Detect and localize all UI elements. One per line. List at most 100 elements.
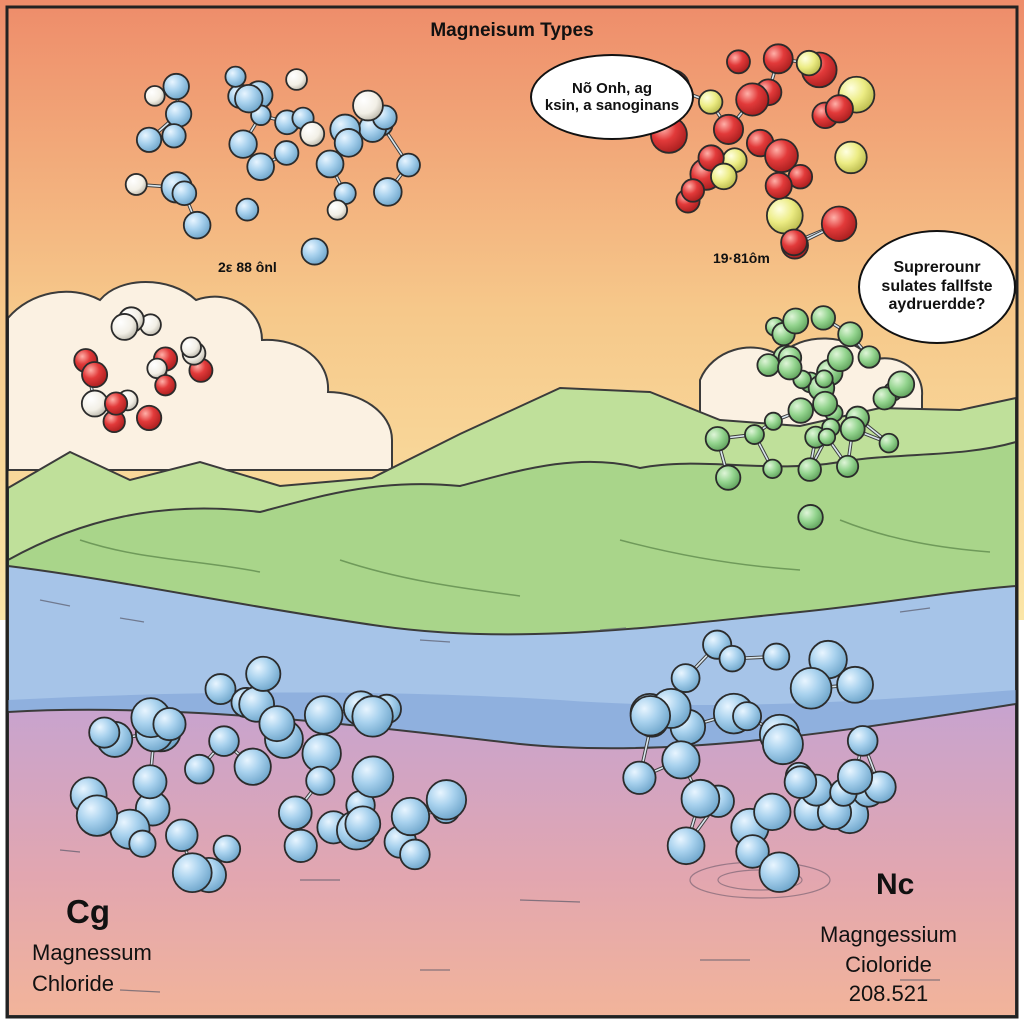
molecule-blue-bottom-left xyxy=(69,655,468,894)
atom xyxy=(171,852,213,894)
atom xyxy=(326,199,349,221)
compound-symbol-right: Nc xyxy=(876,868,915,901)
atom xyxy=(787,397,814,424)
atom xyxy=(278,795,313,831)
atom xyxy=(162,72,190,101)
atom xyxy=(622,760,657,795)
molecule-caption-right: 19·81ôm xyxy=(713,250,770,266)
atom xyxy=(846,725,879,757)
atom xyxy=(154,374,177,397)
atom xyxy=(765,196,804,235)
atom xyxy=(233,747,272,786)
compound-name-left: Magnessum Chloride xyxy=(32,938,152,1000)
atom xyxy=(390,796,431,837)
atom xyxy=(165,818,199,853)
atom xyxy=(208,725,240,757)
atom xyxy=(88,716,121,749)
atom xyxy=(103,391,129,416)
atom xyxy=(204,673,237,706)
atom xyxy=(75,794,119,837)
atom xyxy=(670,663,701,693)
atom xyxy=(212,834,242,864)
atom xyxy=(303,695,344,735)
atom xyxy=(710,162,738,191)
compound-symbol-left: Cg xyxy=(66,893,110,930)
atom xyxy=(680,178,706,203)
atom xyxy=(161,123,187,149)
atom xyxy=(182,210,212,240)
atom xyxy=(396,152,421,178)
molecule-red-left xyxy=(73,306,214,434)
compound-value-right: 208.521 xyxy=(848,981,929,1007)
atom xyxy=(235,197,260,222)
atom xyxy=(715,464,742,491)
atom xyxy=(344,805,382,843)
atom xyxy=(333,128,364,158)
compound-name-right-line2: Cioloride xyxy=(845,951,932,977)
atom xyxy=(399,838,431,871)
atom xyxy=(764,171,793,200)
atom xyxy=(661,740,701,780)
atom xyxy=(184,753,215,785)
atom xyxy=(758,851,801,893)
compound-name-right-line1: Magngessium xyxy=(820,922,957,947)
atom xyxy=(824,94,854,124)
atom xyxy=(878,432,900,454)
atom xyxy=(744,424,765,445)
atom xyxy=(712,113,744,145)
atom xyxy=(826,345,854,373)
atom xyxy=(425,779,468,821)
atom xyxy=(762,458,783,480)
atom xyxy=(135,126,163,153)
atom xyxy=(756,353,781,377)
atom xyxy=(718,644,746,673)
atom xyxy=(315,149,345,179)
atom xyxy=(300,237,329,266)
atom xyxy=(224,65,247,88)
atom xyxy=(812,390,839,417)
atom xyxy=(81,361,109,389)
atom xyxy=(171,180,198,207)
compound-name-right: Magngessium Cioloride 208.521 xyxy=(820,920,957,1009)
speech-bubble-top: Nõ Onh, ag ksin, a sanoginans xyxy=(530,54,694,140)
atom xyxy=(834,140,868,175)
atom xyxy=(165,100,193,128)
atom xyxy=(795,49,823,77)
atom xyxy=(763,411,783,431)
atom xyxy=(783,765,818,799)
atom xyxy=(735,82,770,117)
atom xyxy=(761,723,804,766)
atom xyxy=(726,49,751,75)
atom xyxy=(837,321,864,348)
atom xyxy=(228,129,258,159)
atom xyxy=(80,389,109,418)
atom xyxy=(110,313,139,341)
atom xyxy=(351,755,395,799)
atom xyxy=(144,85,166,107)
atom xyxy=(246,152,275,181)
atom xyxy=(136,404,163,432)
molecule-green-right xyxy=(704,305,916,531)
atom xyxy=(128,829,157,858)
atom xyxy=(817,427,837,447)
atom xyxy=(180,336,202,359)
atom xyxy=(245,655,282,692)
atom xyxy=(273,140,300,166)
atom xyxy=(837,758,874,795)
molecule-blue-bottom-right xyxy=(622,629,897,893)
atom xyxy=(814,369,834,389)
atom xyxy=(732,701,763,732)
atom xyxy=(629,695,672,737)
atom xyxy=(762,642,791,671)
molecule-blue-top-left xyxy=(124,65,421,266)
atom xyxy=(352,89,384,122)
compound-name-left-line2: Chloride xyxy=(32,970,114,996)
atom xyxy=(351,695,394,738)
atom xyxy=(839,416,866,442)
atom xyxy=(373,177,403,207)
atom xyxy=(762,43,794,75)
atom xyxy=(735,834,770,869)
atom xyxy=(132,764,168,800)
